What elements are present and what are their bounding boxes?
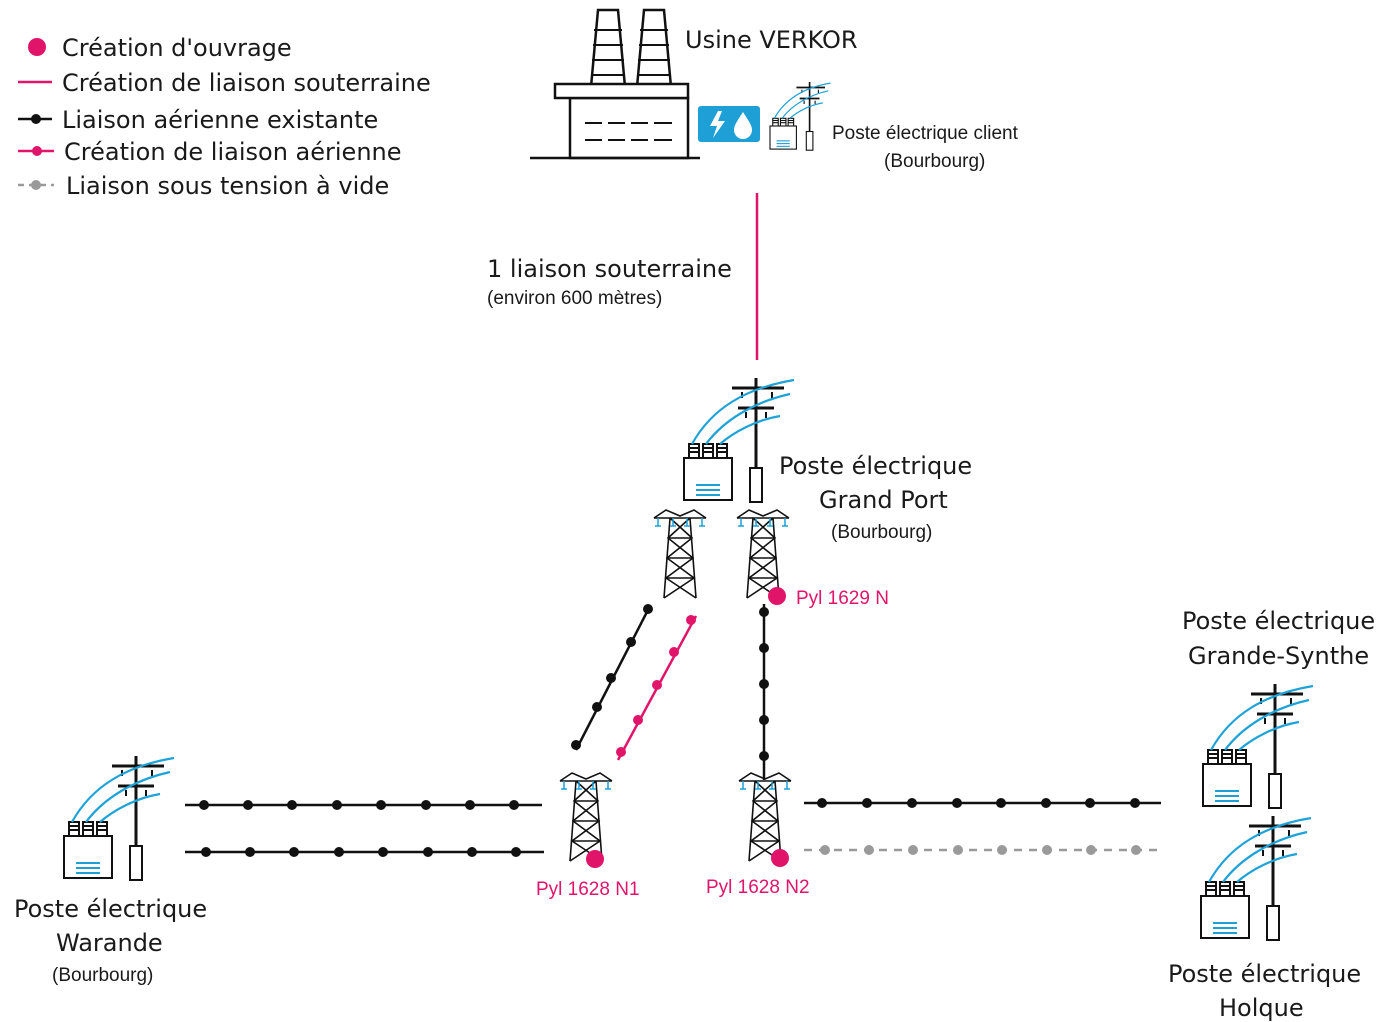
pylon-1628-n2-label: Pyl 1628 N2 bbox=[706, 877, 810, 898]
legend-item-creation-souterraine: Création de liaison souterraine bbox=[18, 69, 431, 97]
legend-label: Liaison aérienne existante bbox=[62, 106, 378, 134]
bolt-icon bbox=[710, 111, 725, 138]
client-substation-label: Poste électrique client bbox=[832, 123, 1019, 144]
existing-link-warande-upper bbox=[185, 800, 542, 810]
new-diagonal-link bbox=[616, 615, 698, 761]
legend-item-creation-ouvrage: Création d'ouvrage bbox=[28, 34, 292, 62]
legend-label: Création de liaison souterraine bbox=[62, 69, 431, 97]
black-dotted-line-icon bbox=[18, 114, 52, 124]
existing-link-grande-synthe bbox=[804, 798, 1161, 808]
factory-icon bbox=[530, 8, 760, 160]
pink-dotted-line-icon bbox=[18, 146, 54, 156]
pylon-1628-n1-marker bbox=[586, 850, 604, 868]
energy-badge bbox=[698, 106, 760, 142]
holque-name: Holque bbox=[1219, 994, 1304, 1022]
holque-label: Poste électrique bbox=[1168, 960, 1361, 988]
grande-synthe-name: Grande-Synthe bbox=[1188, 642, 1369, 670]
grand-port-name: Grand Port bbox=[819, 486, 948, 514]
holque-substation-icon bbox=[1199, 814, 1313, 942]
warande-substation-icon bbox=[62, 754, 176, 882]
legend: Création d'ouvrage Création de liaison s… bbox=[18, 34, 431, 200]
legend-item-sous-tension-vide: Liaison sous tension à vide bbox=[18, 172, 389, 200]
pylon-1628-n2-marker bbox=[771, 849, 789, 867]
idle-link-holque bbox=[804, 845, 1161, 855]
warande-name: Warande bbox=[56, 929, 163, 957]
legend-label: Liaison sous tension à vide bbox=[66, 172, 389, 200]
grande-synthe-label: Poste électrique bbox=[1182, 607, 1375, 635]
grand-port-location: (Bourbourg) bbox=[831, 522, 932, 543]
existing-link-warande-lower bbox=[185, 847, 544, 857]
grand-port-substation-icon bbox=[682, 376, 796, 504]
pylon-1628-n2 bbox=[738, 772, 792, 862]
legend-label: Création de liaison aérienne bbox=[64, 138, 402, 166]
underground-length: (environ 600 mètres) bbox=[487, 288, 662, 309]
water-drop-icon bbox=[734, 112, 752, 139]
legend-item-aerienne-existante: Liaison aérienne existante bbox=[18, 106, 378, 134]
grande-synthe-substation-icon bbox=[1201, 682, 1315, 810]
legend-label: Création d'ouvrage bbox=[62, 34, 292, 62]
pylon-1628-n1-label: Pyl 1628 N1 bbox=[536, 879, 640, 900]
pink-dot-icon bbox=[28, 38, 46, 56]
warande-location: (Bourbourg) bbox=[52, 965, 153, 986]
pylon-1629 bbox=[736, 509, 790, 599]
grand-port-label: Poste électrique bbox=[779, 452, 972, 480]
existing-vertical-link bbox=[759, 604, 769, 780]
pylon-1628-n1 bbox=[559, 772, 613, 862]
warande-label: Poste électrique bbox=[14, 895, 207, 923]
pylon-1629-label: Pyl 1629 N bbox=[796, 588, 889, 609]
client-substation-icon bbox=[769, 81, 832, 152]
existing-diagonal-link bbox=[571, 604, 653, 751]
grey-dashed-line-icon bbox=[18, 180, 54, 190]
client-substation-location: (Bourbourg) bbox=[884, 151, 985, 172]
pylon-1629-marker bbox=[768, 587, 786, 605]
underground-label: 1 liaison souterraine bbox=[487, 255, 732, 283]
factory-name: Usine VERKOR bbox=[685, 26, 858, 54]
legend-item-creation-aerienne: Création de liaison aérienne bbox=[18, 138, 402, 166]
pylon-grand-port-left bbox=[653, 509, 707, 599]
